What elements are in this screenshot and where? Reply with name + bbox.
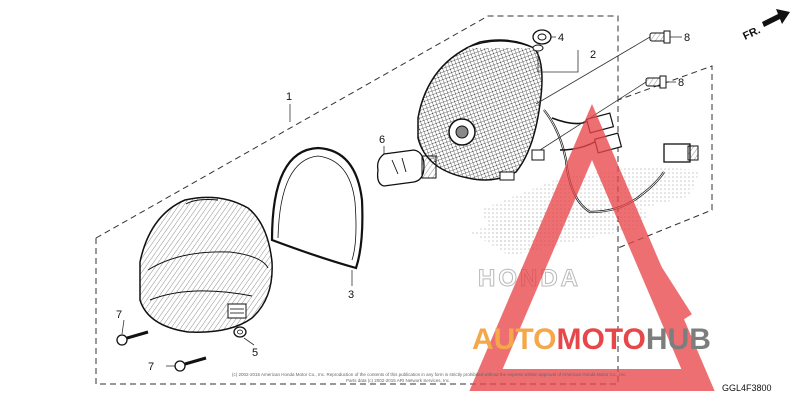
watermark-auto: AUTO	[472, 323, 556, 356]
taillight-lens	[139, 196, 273, 333]
screw-8-upper	[649, 30, 671, 44]
callout-1: 1	[286, 91, 292, 103]
front-direction-indicator: FR.	[741, 9, 790, 43]
watermark-brand: AUTOMOTOHUB	[472, 323, 711, 356]
screw-7-upper	[116, 330, 149, 346]
screw-7-lower	[174, 356, 207, 372]
callout-6: 6	[379, 134, 385, 146]
copyright-line-2: Parts data (c) 2002-2015 ARI Network Ser…	[346, 378, 450, 383]
callout-7-lower: 7	[148, 361, 154, 373]
copyright-line-1: (c) 2002-2015 American Honda Motor Co., …	[232, 372, 626, 377]
callout-5: 5	[252, 347, 258, 359]
callout-8-upper: 8	[684, 32, 690, 44]
grommet	[532, 29, 552, 52]
leader-lines	[121, 36, 682, 367]
part-code: GGL4F3800	[722, 383, 772, 393]
screw-8-lower	[645, 75, 667, 89]
lamp-socket-housing	[417, 39, 545, 181]
callout-7-upper: 7	[116, 309, 122, 321]
callout-3: 3	[348, 289, 354, 301]
front-direction-label: FR.	[741, 24, 762, 42]
watermark-triangle-icon	[469, 104, 715, 391]
collar	[233, 326, 247, 338]
callout-2: 2	[590, 49, 596, 61]
callout-4: 4	[558, 32, 564, 44]
callout-8-lower: 8	[678, 77, 684, 89]
watermark-moto: MOTO	[556, 323, 645, 356]
front-arrow-icon	[762, 9, 790, 27]
lens-gasket	[270, 146, 364, 270]
watermark-hub: HUB	[646, 323, 711, 356]
